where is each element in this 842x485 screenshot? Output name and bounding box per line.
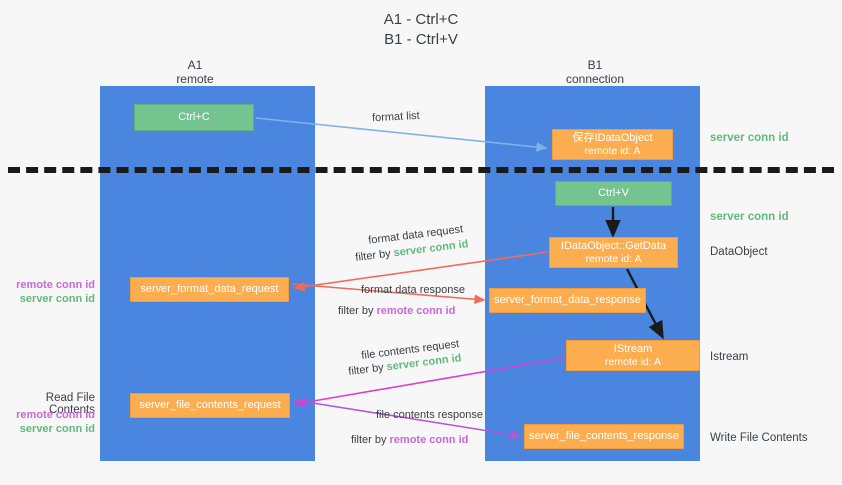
lane-b1-role: connection xyxy=(565,72,625,86)
node-ctrl-c-label: Ctrl+C xyxy=(178,111,210,123)
node-server-file-contents-request[interactable]: server_file_contents_request xyxy=(130,393,290,418)
note-server-conn-id-top: server conn id xyxy=(710,132,789,144)
edge-label-file-contents-response: file contents response xyxy=(376,409,484,421)
filter-prefix: filter by xyxy=(354,247,395,264)
lane-a1-name: A1 xyxy=(187,58,203,72)
edge-label-format-list: format list xyxy=(371,109,420,125)
node-ctrl-v[interactable]: Ctrl+V xyxy=(555,181,672,206)
note-server-conn-id: server conn id xyxy=(19,293,95,305)
filter-prefix: filter by xyxy=(338,305,377,317)
node-istream-line2: remote id: A xyxy=(604,355,662,368)
node-server-file-contents-response[interactable]: server_file_contents_response xyxy=(524,424,684,449)
node-server-format-data-request-label: server_format_data_request xyxy=(140,283,279,295)
lane-a1-role: remote xyxy=(176,72,214,86)
node-getdata-line1: IDataObject::GetData xyxy=(560,239,667,252)
node-ctrl-c[interactable]: Ctrl+C xyxy=(134,104,254,131)
title-line-2: B1 - Ctrl+V xyxy=(384,31,458,48)
note-remote-conn-id: remote conn id xyxy=(16,279,95,291)
filter-key-remote-conn-id: remote conn id xyxy=(389,434,469,446)
note-remote-conn-id: remote conn id xyxy=(16,409,95,421)
edge-label-format-data-response-filter: filter by remote conn id xyxy=(338,305,455,317)
phase-separator xyxy=(8,167,834,173)
node-istream[interactable]: IStream remote id: A xyxy=(566,340,700,371)
node-save-idataobject-line1: 保存IDataObject xyxy=(572,131,653,144)
lane-b1-name: B1 xyxy=(587,58,603,72)
node-ctrl-v-label: Ctrl+V xyxy=(598,187,629,199)
edge-label-file-contents-response-filter: filter by remote conn id xyxy=(351,434,468,446)
note-read-file-contents: Read File Contents xyxy=(45,392,95,416)
node-istream-line1: IStream xyxy=(613,342,653,355)
note-write-file-contents: Write File Contents xyxy=(710,432,808,444)
title-line-1: A1 - Ctrl+C xyxy=(383,11,459,28)
node-save-idataobject-line2: remote id: A xyxy=(584,144,641,157)
filter-prefix: filter by xyxy=(351,434,390,446)
node-save-idataobject[interactable]: 保存IDataObject remote id: A xyxy=(552,129,673,160)
note-dataobject: DataObject xyxy=(710,246,768,258)
note-conn-pair-format: remote conn id server conn id xyxy=(0,278,95,306)
node-idataobject-getdata[interactable]: IDataObject::GetData remote id: A xyxy=(549,237,678,268)
node-server-file-contents-response-label: server_file_contents_response xyxy=(529,430,679,442)
node-server-format-data-response[interactable]: server_format_data_response xyxy=(489,288,646,313)
lane-header-a1: A1 remote xyxy=(125,58,265,86)
filter-key-remote-conn-id: remote conn id xyxy=(376,305,456,317)
edge-label-format-data-response: format data response xyxy=(361,284,465,296)
page-title: A1 - Ctrl+C B1 - Ctrl+V xyxy=(0,10,842,50)
node-server-format-data-request[interactable]: server_format_data_request xyxy=(130,277,289,302)
note-server-conn-id-mid: server conn id xyxy=(710,211,789,223)
note-server-conn-id: server conn id xyxy=(19,423,95,435)
node-server-format-data-response-label: server_format_data_response xyxy=(494,294,641,306)
note-conn-pair-file: remote conn id server conn id xyxy=(0,408,95,436)
node-getdata-line2: remote id: A xyxy=(585,252,642,265)
lane-header-b1: B1 connection xyxy=(525,58,665,86)
node-server-file-contents-request-label: server_file_contents_request xyxy=(139,399,281,411)
filter-prefix: filter by xyxy=(347,361,388,378)
note-istream: Istream xyxy=(710,351,749,363)
